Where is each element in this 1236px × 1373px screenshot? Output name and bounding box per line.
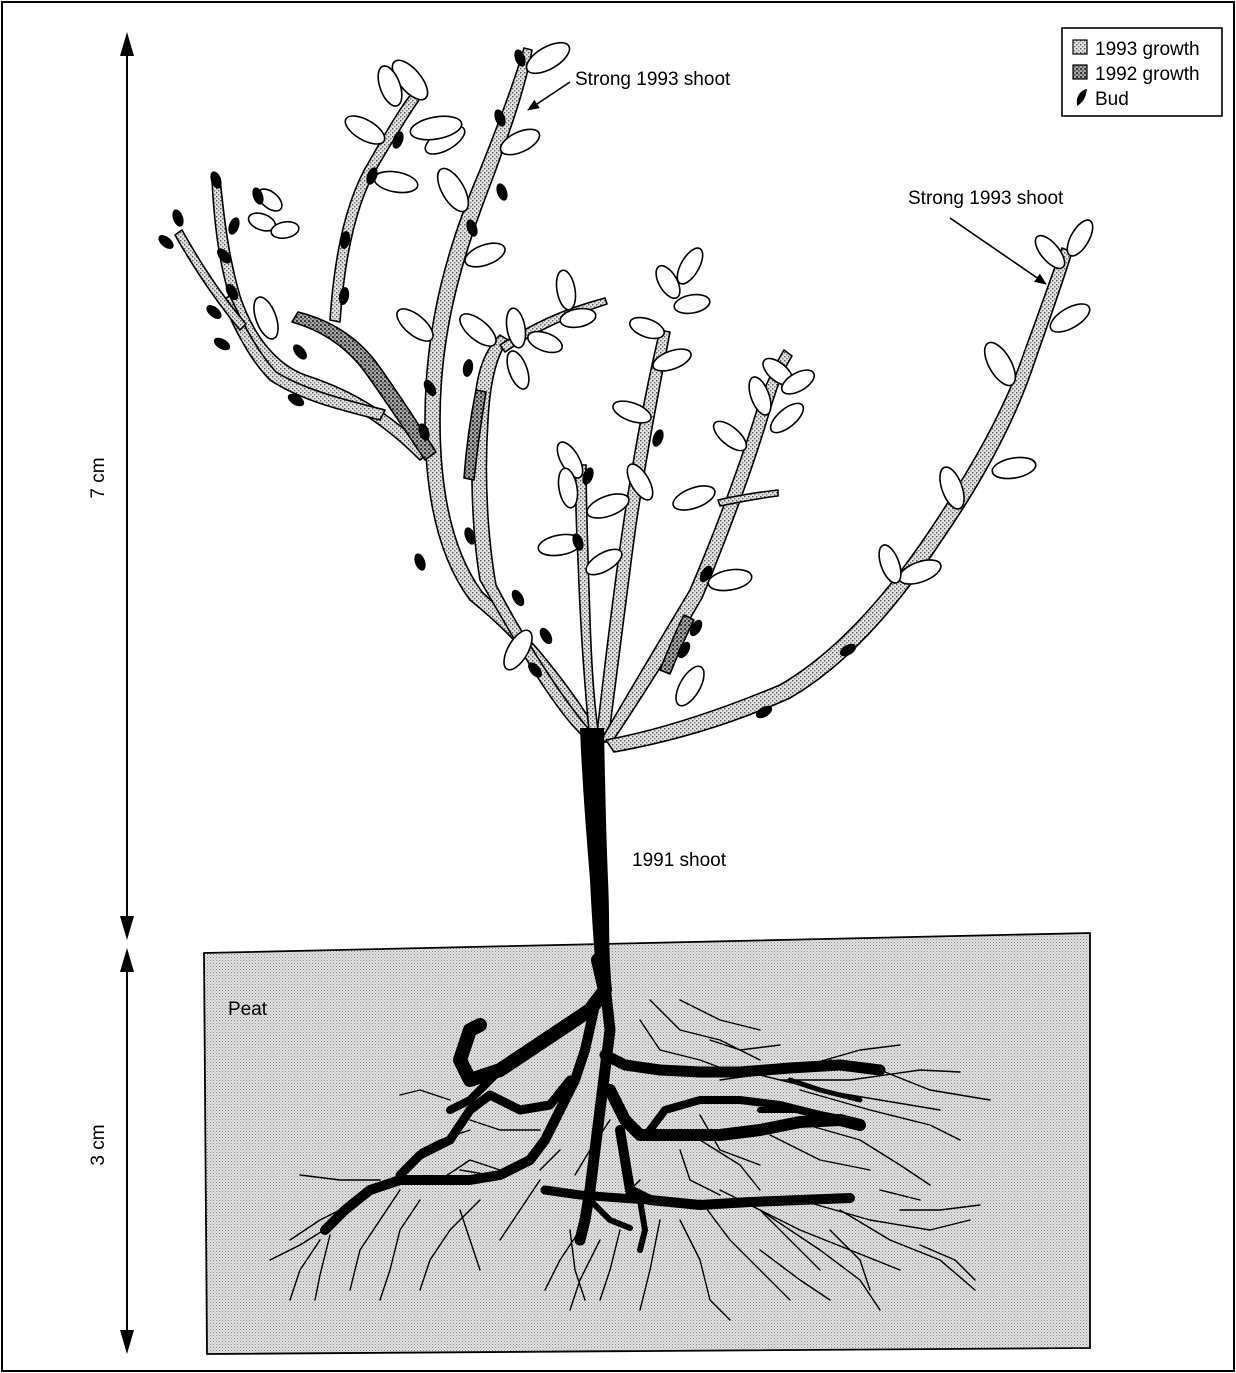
shoot-center-tall: [596, 330, 670, 742]
shoot-side-stub: [718, 490, 778, 506]
shoots-1993: [175, 48, 1072, 752]
leaf: [503, 348, 534, 392]
leaf: [1062, 216, 1098, 260]
bud: [212, 335, 233, 353]
bud: [170, 208, 186, 228]
leaf: [991, 454, 1038, 481]
pointer-strong-left: [528, 82, 570, 110]
bud: [537, 626, 555, 647]
strong-shoot-left-label: Strong 1993 shoot: [575, 69, 731, 90]
leaf: [554, 269, 579, 312]
bud: [509, 588, 527, 609]
dimension-7cm: [120, 32, 134, 940]
height-above-label: 7 cm: [88, 457, 109, 498]
legend-label-bud: Bud: [1095, 89, 1129, 110]
bud: [156, 232, 176, 251]
bud: [226, 216, 242, 236]
legend-swatch-1992: [1073, 65, 1087, 79]
leaf: [978, 338, 1021, 391]
strong-shoot-right-label: Strong 1993 shoot: [908, 188, 1064, 209]
height-below-label: 3 cm: [88, 1124, 109, 1165]
bud: [290, 342, 309, 362]
bud: [462, 358, 475, 377]
peat-block: [204, 933, 1090, 1354]
bud: [494, 182, 510, 202]
legend-label-1993: 1993 growth: [1095, 39, 1200, 60]
leaf: [875, 542, 906, 586]
legend-swatch-1993: [1073, 40, 1087, 54]
leaf: [392, 303, 439, 347]
leaf: [670, 481, 718, 515]
leaf: [341, 110, 389, 149]
dimension-3cm: [120, 948, 134, 1354]
leaf: [373, 168, 420, 195]
leaf: [709, 416, 751, 456]
leaf: [455, 308, 502, 352]
leaf: [559, 306, 598, 330]
bud: [650, 428, 666, 448]
leaf: [431, 164, 474, 217]
leaf: [670, 662, 709, 710]
pointer-strong-right: [950, 218, 1046, 284]
legend: 1993 growth 1992 growth Bud: [1062, 28, 1222, 116]
legend-label-1992: 1992 growth: [1095, 64, 1200, 85]
bud: [412, 552, 428, 572]
shoot-1991-label: 1991 shoot: [632, 850, 727, 871]
peat-label: Peat: [228, 999, 268, 1020]
